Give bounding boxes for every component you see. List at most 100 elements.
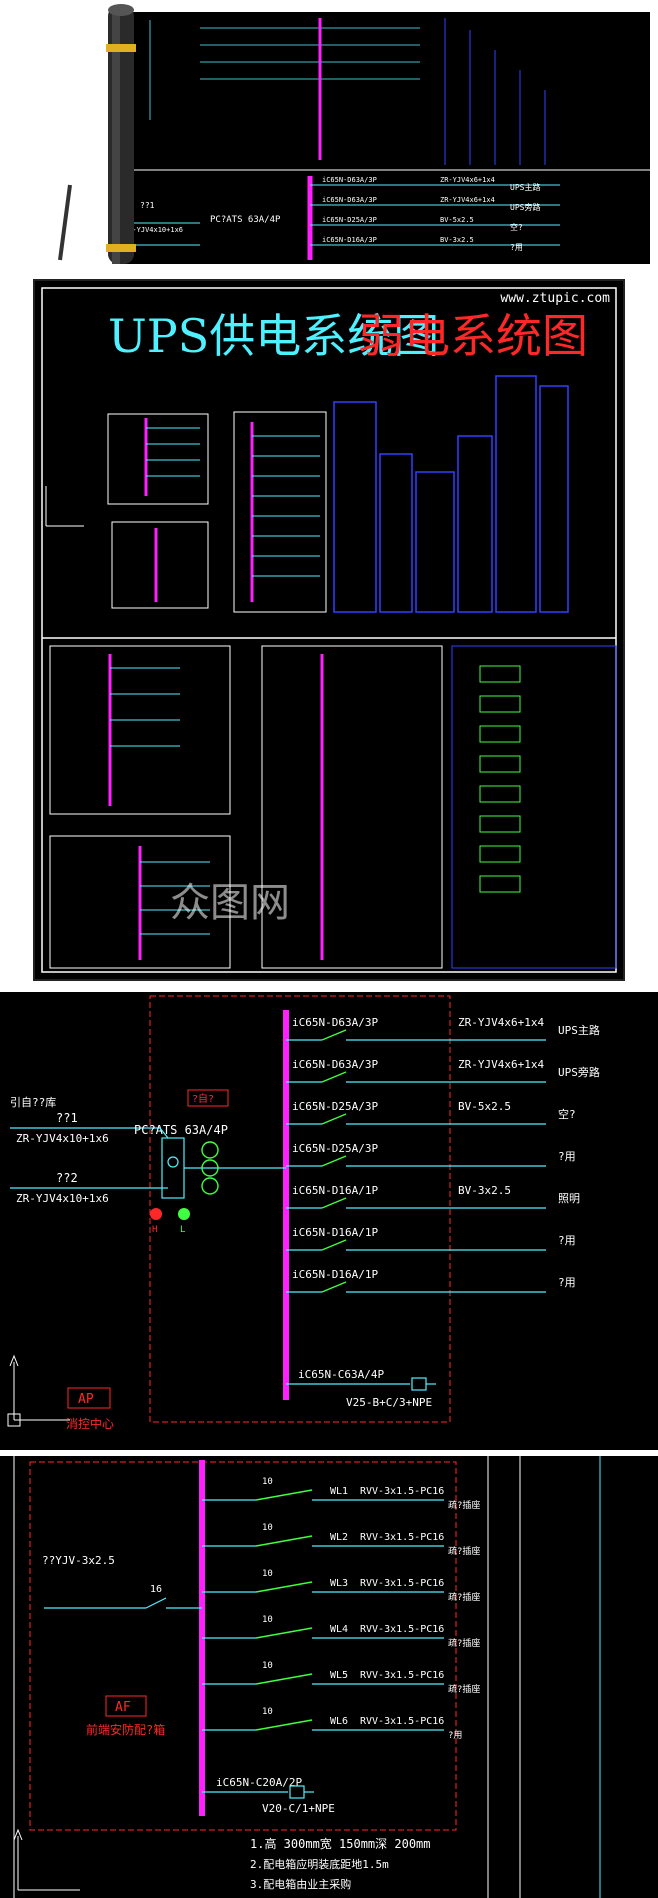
ups-load-label: UPS主路 bbox=[558, 1024, 600, 1037]
ups-breaker-row: iC65N-D25A/3P ?用 bbox=[286, 1142, 576, 1167]
incoming1-name: ??1 bbox=[56, 1111, 78, 1125]
af-circuit-rating: 10 bbox=[262, 1707, 273, 1717]
ups-breaker-label: iC65N-D16A/1P bbox=[292, 1184, 378, 1197]
overview-thumbnail: www.ztupic.com UPS供电系统图 弱电系统图 bbox=[0, 276, 658, 986]
top-breaker-2: iC65N-D63A/3P bbox=[322, 196, 377, 204]
ups-breaker-row: iC65N-D25A/3P BV-5x2.5 空? bbox=[286, 1100, 576, 1125]
indicator-lamp-green-icon: L bbox=[178, 1208, 190, 1235]
top-load-4: ?用 bbox=[510, 243, 523, 252]
af-surge-protector-icon bbox=[202, 1785, 314, 1799]
af-circuit-id: WL6 bbox=[330, 1716, 348, 1727]
af-circuit-id: WL1 bbox=[330, 1486, 348, 1497]
top-incoming1-cable: ZR-YJV4x10+1x6 bbox=[124, 226, 183, 234]
af-circuit-rating: 10 bbox=[262, 1569, 273, 1579]
af-note-2: 2.配电箱应明装底距地1.5m bbox=[250, 1857, 389, 1871]
ups-load-label: ?用 bbox=[558, 1150, 576, 1163]
ats-tag-box bbox=[187, 1089, 229, 1107]
breaker-switch-icon bbox=[321, 1197, 347, 1209]
indicator-lamp-red-icon: H bbox=[150, 1208, 162, 1235]
ups-load-label: 空? bbox=[558, 1107, 576, 1121]
af-circuit-load: 疏?插座 bbox=[448, 1683, 480, 1695]
af-main-breaker-icon bbox=[44, 1597, 202, 1609]
ups-cable-label: BV-5x2.5 bbox=[458, 1100, 511, 1113]
top-load-2: UPS旁路 bbox=[510, 202, 540, 212]
ups-cable-label: BV-3x2.5 bbox=[458, 1184, 511, 1197]
ups-breaker-label: iC65N-D16A/1P bbox=[292, 1226, 378, 1239]
af-spd-cable: V20-C/1+NPE bbox=[262, 1802, 335, 1815]
preview-title-weak: 弱电系统图 bbox=[358, 309, 588, 363]
ats-switch-icon bbox=[159, 1127, 286, 1199]
af-spd-label: iC65N-C20A/2P bbox=[216, 1776, 302, 1789]
top-cable-2: ZR-YJV4x6+1x4 bbox=[440, 196, 495, 204]
pen-icon bbox=[58, 184, 72, 261]
ap-box-code-frame bbox=[67, 1387, 111, 1409]
af-circuit-id: WL2 bbox=[330, 1532, 348, 1543]
af-circuit-cable: RVV-3x1.5-PC16 bbox=[360, 1578, 444, 1589]
ups-cable-label: ZR-YJV4x6+1x4 bbox=[458, 1058, 544, 1071]
ups-spd-cable: V25-B+C/3+NPE bbox=[346, 1396, 432, 1409]
top-load-3: 空? bbox=[510, 222, 523, 232]
af-circuit-cable: RVV-3x1.5-PC16 bbox=[360, 1486, 444, 1497]
breaker-switch-icon bbox=[321, 1155, 347, 1167]
af-circuit-id: WL5 bbox=[330, 1670, 348, 1681]
surge-protector-icon bbox=[286, 1377, 436, 1391]
top-cable-3: BV-5x2.5 bbox=[440, 216, 474, 224]
af-incoming-cable: ??YJV-3x2.5 bbox=[42, 1554, 115, 1567]
af-note-3: 3.配电箱由业主采购 bbox=[250, 1877, 351, 1891]
ups-distribution-detail: 引自??库 ??1 ZR-YJV4x10+1x6 ??2 ZR-YJV4x10+… bbox=[0, 992, 658, 1450]
af-circuit-load: 疏?插座 bbox=[448, 1637, 480, 1649]
circuit-switch-icon bbox=[255, 1489, 313, 1501]
breaker-switch-icon bbox=[321, 1029, 347, 1041]
ups-breaker-label: iC65N-D25A/3P bbox=[292, 1142, 378, 1155]
top-breaker-3: iC65N-D25A/3P bbox=[322, 216, 377, 224]
af-circuit-cable: RVV-3x1.5-PC16 bbox=[360, 1624, 444, 1635]
af-box-code-frame bbox=[105, 1695, 147, 1717]
circuit-switch-icon bbox=[255, 1627, 313, 1639]
incoming1-cable: ZR-YJV4x10+1x6 bbox=[16, 1132, 109, 1145]
ups-spd-label: iC65N-C63A/4P bbox=[298, 1368, 384, 1381]
incoming-title: 引自??库 bbox=[10, 1095, 56, 1109]
svg-text:H: H bbox=[152, 1225, 157, 1235]
ups-breaker-label: iC65N-D25A/3P bbox=[292, 1100, 378, 1113]
ups-breaker-row: iC65N-D16A/1P BV-3x2.5 照明 bbox=[286, 1184, 580, 1209]
drawing-roll-tube-icon bbox=[106, 4, 136, 264]
ups-load-label: UPS旁路 bbox=[558, 1065, 600, 1079]
af-circuit-rating: 10 bbox=[262, 1477, 273, 1487]
top-load-1: UPS主路 bbox=[510, 182, 540, 192]
ups-cabinet-outline bbox=[149, 995, 451, 1423]
ups-load-label: 照明 bbox=[558, 1192, 580, 1205]
circuit-switch-icon bbox=[255, 1719, 313, 1731]
top-breaker-4: iC65N-D16A/3P bbox=[322, 236, 377, 244]
ups-breaker-label: iC65N-D63A/3P bbox=[292, 1058, 378, 1071]
ucs-axis-icon-af bbox=[13, 1828, 80, 1891]
breaker-switch-icon bbox=[321, 1281, 347, 1293]
top-cable-4: BV-3x2.5 bbox=[440, 236, 474, 244]
af-circuit-id: WL4 bbox=[330, 1624, 348, 1635]
ucs-axis-icon bbox=[45, 486, 84, 527]
ucs-axis-icon-ups bbox=[7, 1354, 70, 1427]
af-main-rating: 16 bbox=[150, 1584, 162, 1595]
af-circuit-load: ?用 bbox=[448, 1730, 462, 1741]
af-circuit-cable: RVV-3x1.5-PC16 bbox=[360, 1670, 444, 1681]
af-cabinet-outline bbox=[29, 1461, 457, 1831]
ups-breaker-label: iC65N-D63A/3P bbox=[292, 1016, 378, 1029]
top-breaker-1: iC65N-D63A/3P bbox=[322, 176, 377, 184]
top-cable-1: ZR-YJV4x6+1x4 bbox=[440, 176, 495, 184]
circuit-switch-icon bbox=[255, 1535, 313, 1547]
ups-load-label: ?用 bbox=[558, 1276, 576, 1289]
breaker-switch-icon bbox=[321, 1071, 347, 1083]
af-circuit-rating: 10 bbox=[262, 1615, 273, 1625]
ups-breaker-row: iC65N-D16A/1P?用 bbox=[286, 1268, 576, 1293]
ups-cable-label: ZR-YJV4x6+1x4 bbox=[458, 1016, 544, 1029]
site-url: www.ztupic.com bbox=[500, 291, 610, 306]
